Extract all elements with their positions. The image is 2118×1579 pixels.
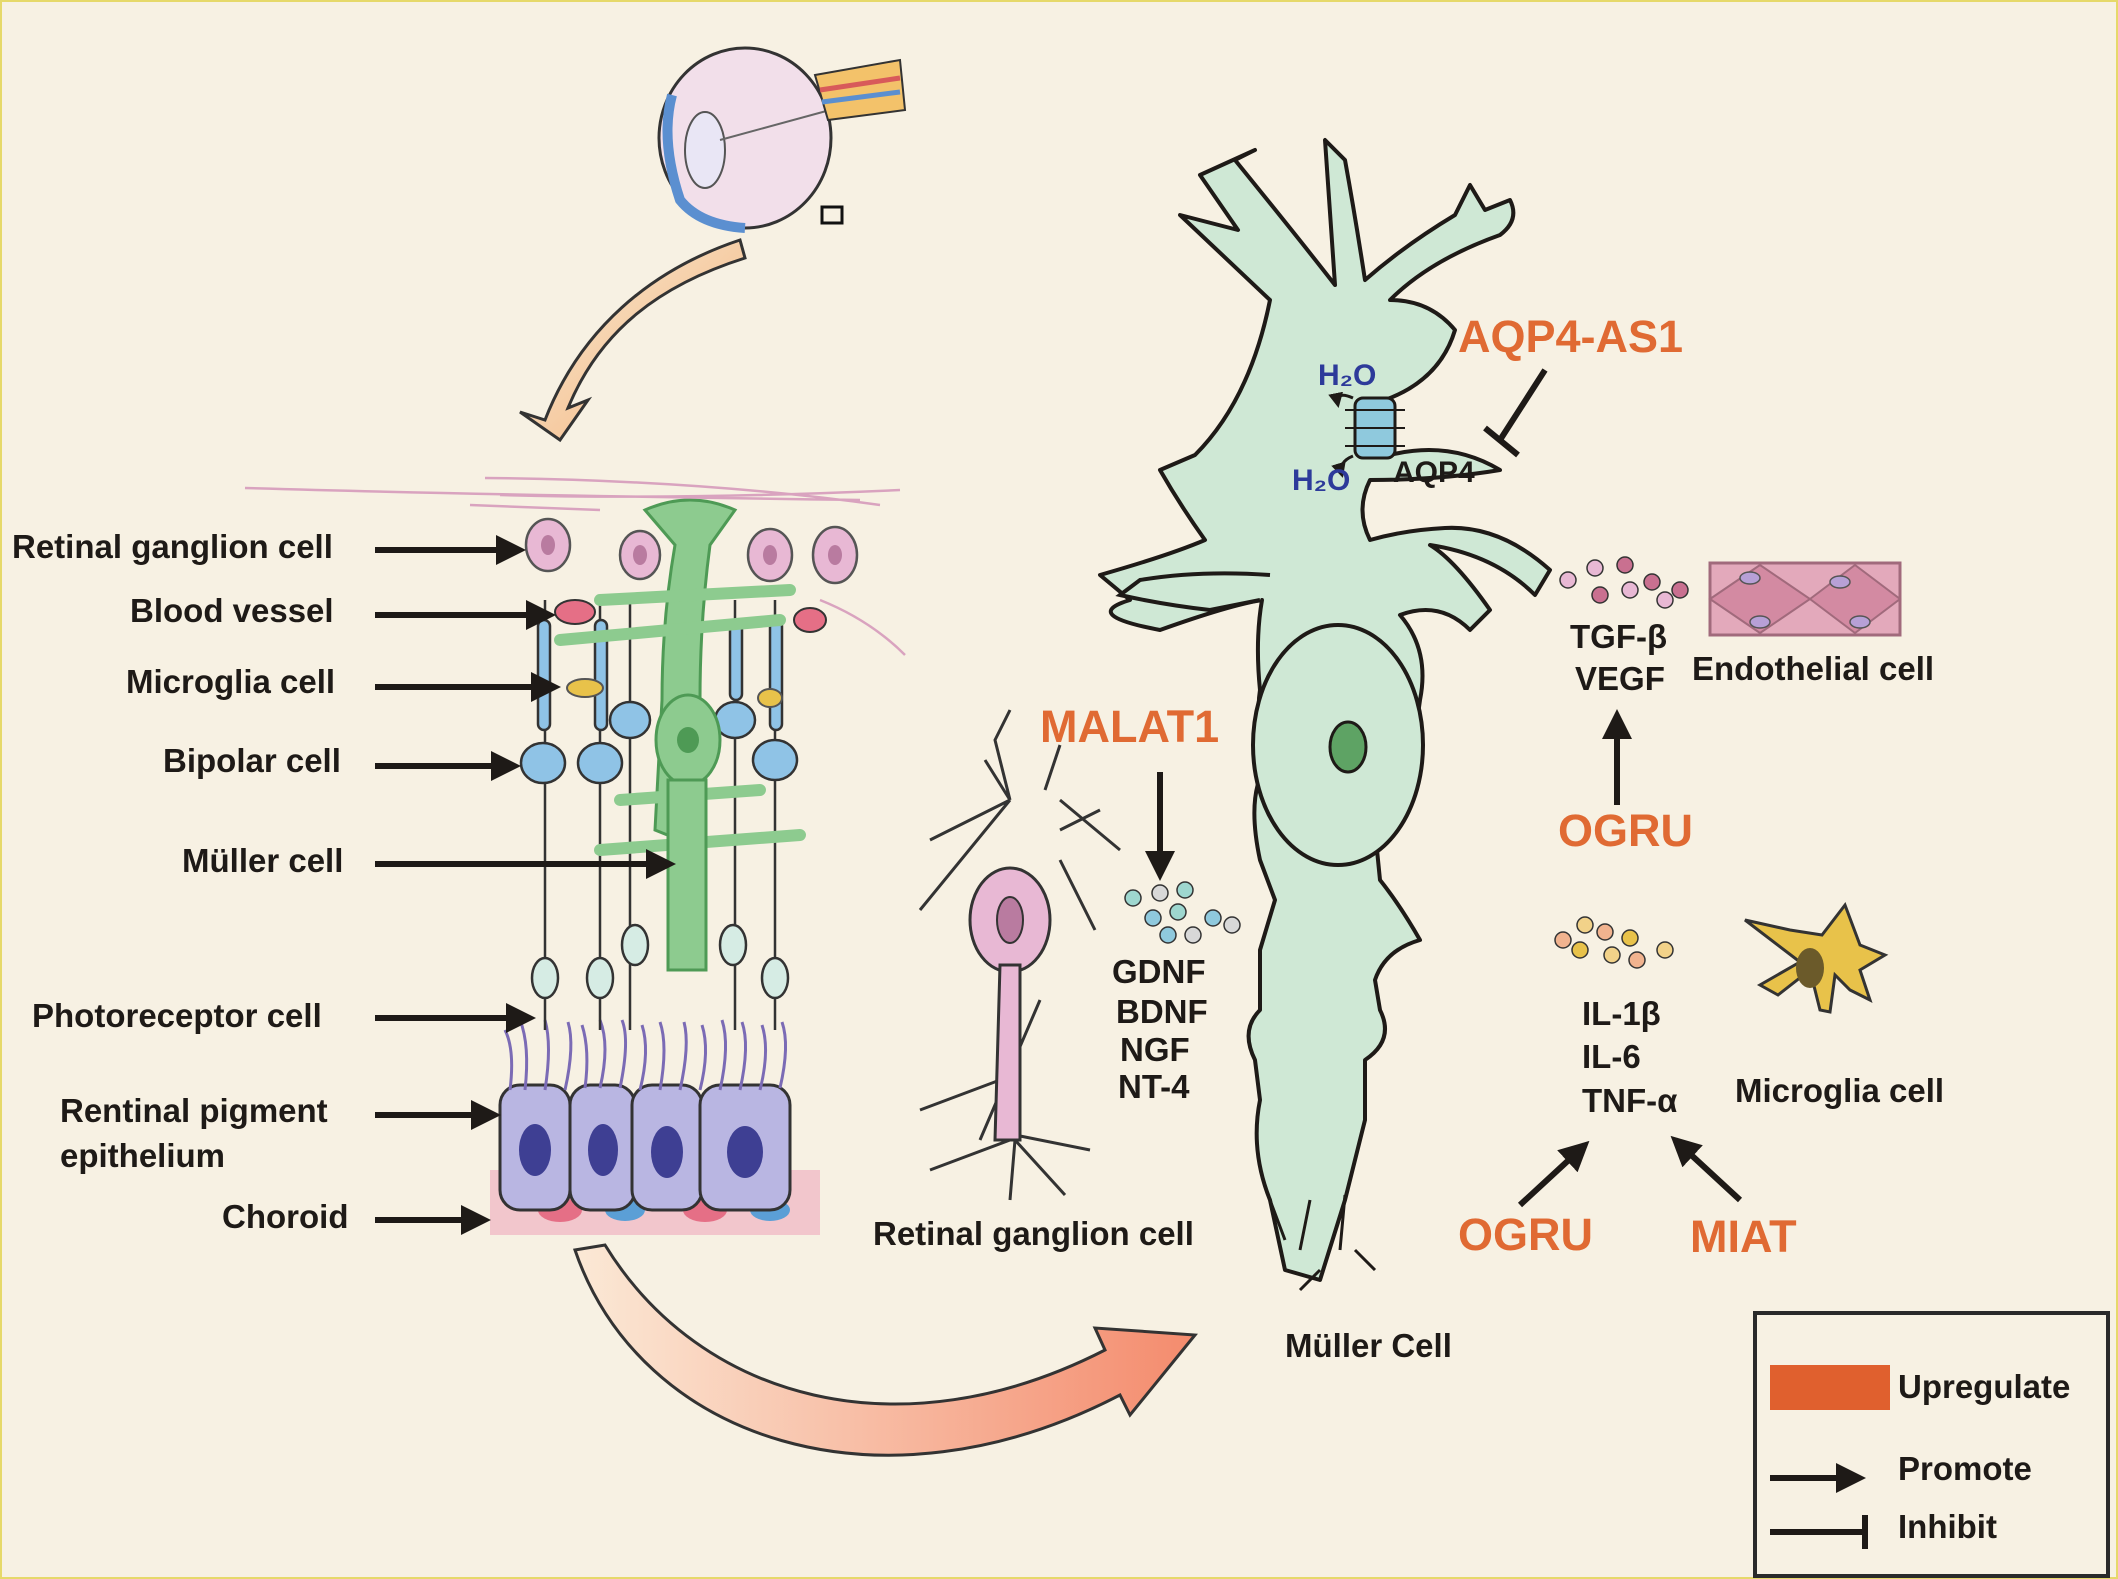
label-aqp4-as1: AQP4-AS1 (1458, 311, 1683, 362)
label-ogru-bottom: OGRU (1458, 1209, 1593, 1260)
label-blood-vessel: Blood vessel (130, 592, 334, 629)
endothelial-cell-icon (1708, 561, 1902, 637)
label-malat1: MALAT1 (1040, 701, 1219, 752)
microglia-icon (1744, 901, 1889, 1014)
label-retinal-ganglion-cell: Retinal ganglion cell (12, 528, 333, 565)
label-muller-cell-title: Müller Cell (1285, 1327, 1452, 1364)
factor-vegf: VEGF (1575, 660, 1665, 697)
neurotrophic-factor-dots (1124, 881, 1241, 944)
legend-promote-label: Promote (1898, 1450, 2032, 1487)
factor-gdnf: GDNF (1112, 953, 1206, 990)
eyeball-icon (657, 46, 907, 233)
retina-layers-icon (244, 476, 906, 1235)
promote-ogru-bottom (1517, 1140, 1590, 1208)
label-photoreceptor-cell: Photoreceptor cell (32, 997, 322, 1034)
endothelial-factor-dots (1559, 556, 1689, 609)
label-miat: MIAT (1690, 1211, 1797, 1262)
label-h2o-top: H₂O (1318, 359, 1376, 392)
zoom-arrow-eye-to-retina (519, 238, 747, 443)
legend-upregulate-label: Upregulate (1898, 1368, 2070, 1405)
legend-upregulate-swatch (1770, 1365, 1890, 1410)
label-bipolar-cell: Bipolar cell (163, 742, 341, 779)
label-choroid: Choroid (222, 1198, 348, 1235)
label-muller-cell: Müller cell (182, 842, 343, 879)
cytokine-il6: IL-6 (1582, 1038, 1641, 1075)
inhibit-aqp4-as1-to-aqp4 (1483, 368, 1548, 458)
factor-ngf: NGF (1120, 1031, 1190, 1068)
factor-nt4: NT-4 (1118, 1068, 1190, 1105)
cytokine-dots (1554, 916, 1674, 969)
factor-tgf-beta: TGF-β (1570, 618, 1667, 655)
factor-bdnf: BDNF (1116, 993, 1208, 1030)
label-pointer-arrows (375, 535, 676, 1235)
label-h2o-bottom: H₂O (1292, 464, 1350, 497)
legend-inhibit-label: Inhibit (1898, 1508, 1997, 1545)
label-rpe-line1: Rentinal pigment (60, 1092, 328, 1129)
label-endothelial-cell: Endothelial cell (1692, 650, 1934, 687)
ganglion-neuron-icon (918, 709, 1121, 1201)
zoom-arrow-retina-to-muller (573, 1243, 1198, 1457)
label-microglia-cell: Microglia cell (126, 663, 335, 700)
legend (1753, 1311, 2110, 1578)
cytokine-tnfa: TNF-α (1582, 1082, 1677, 1119)
cytokine-il1b: IL-1β (1582, 995, 1661, 1032)
label-ogru-top: OGRU (1558, 805, 1693, 856)
label-aqp4: AQP4 (1393, 456, 1475, 489)
label-microglia-right: Microglia cell (1735, 1072, 1944, 1109)
muller-cell-icon (1098, 138, 1552, 1292)
promote-miat (1670, 1135, 1743, 1203)
label-rgc-right: Retinal ganglion cell (873, 1215, 1194, 1252)
label-rpe-line2: epithelium (60, 1137, 225, 1174)
